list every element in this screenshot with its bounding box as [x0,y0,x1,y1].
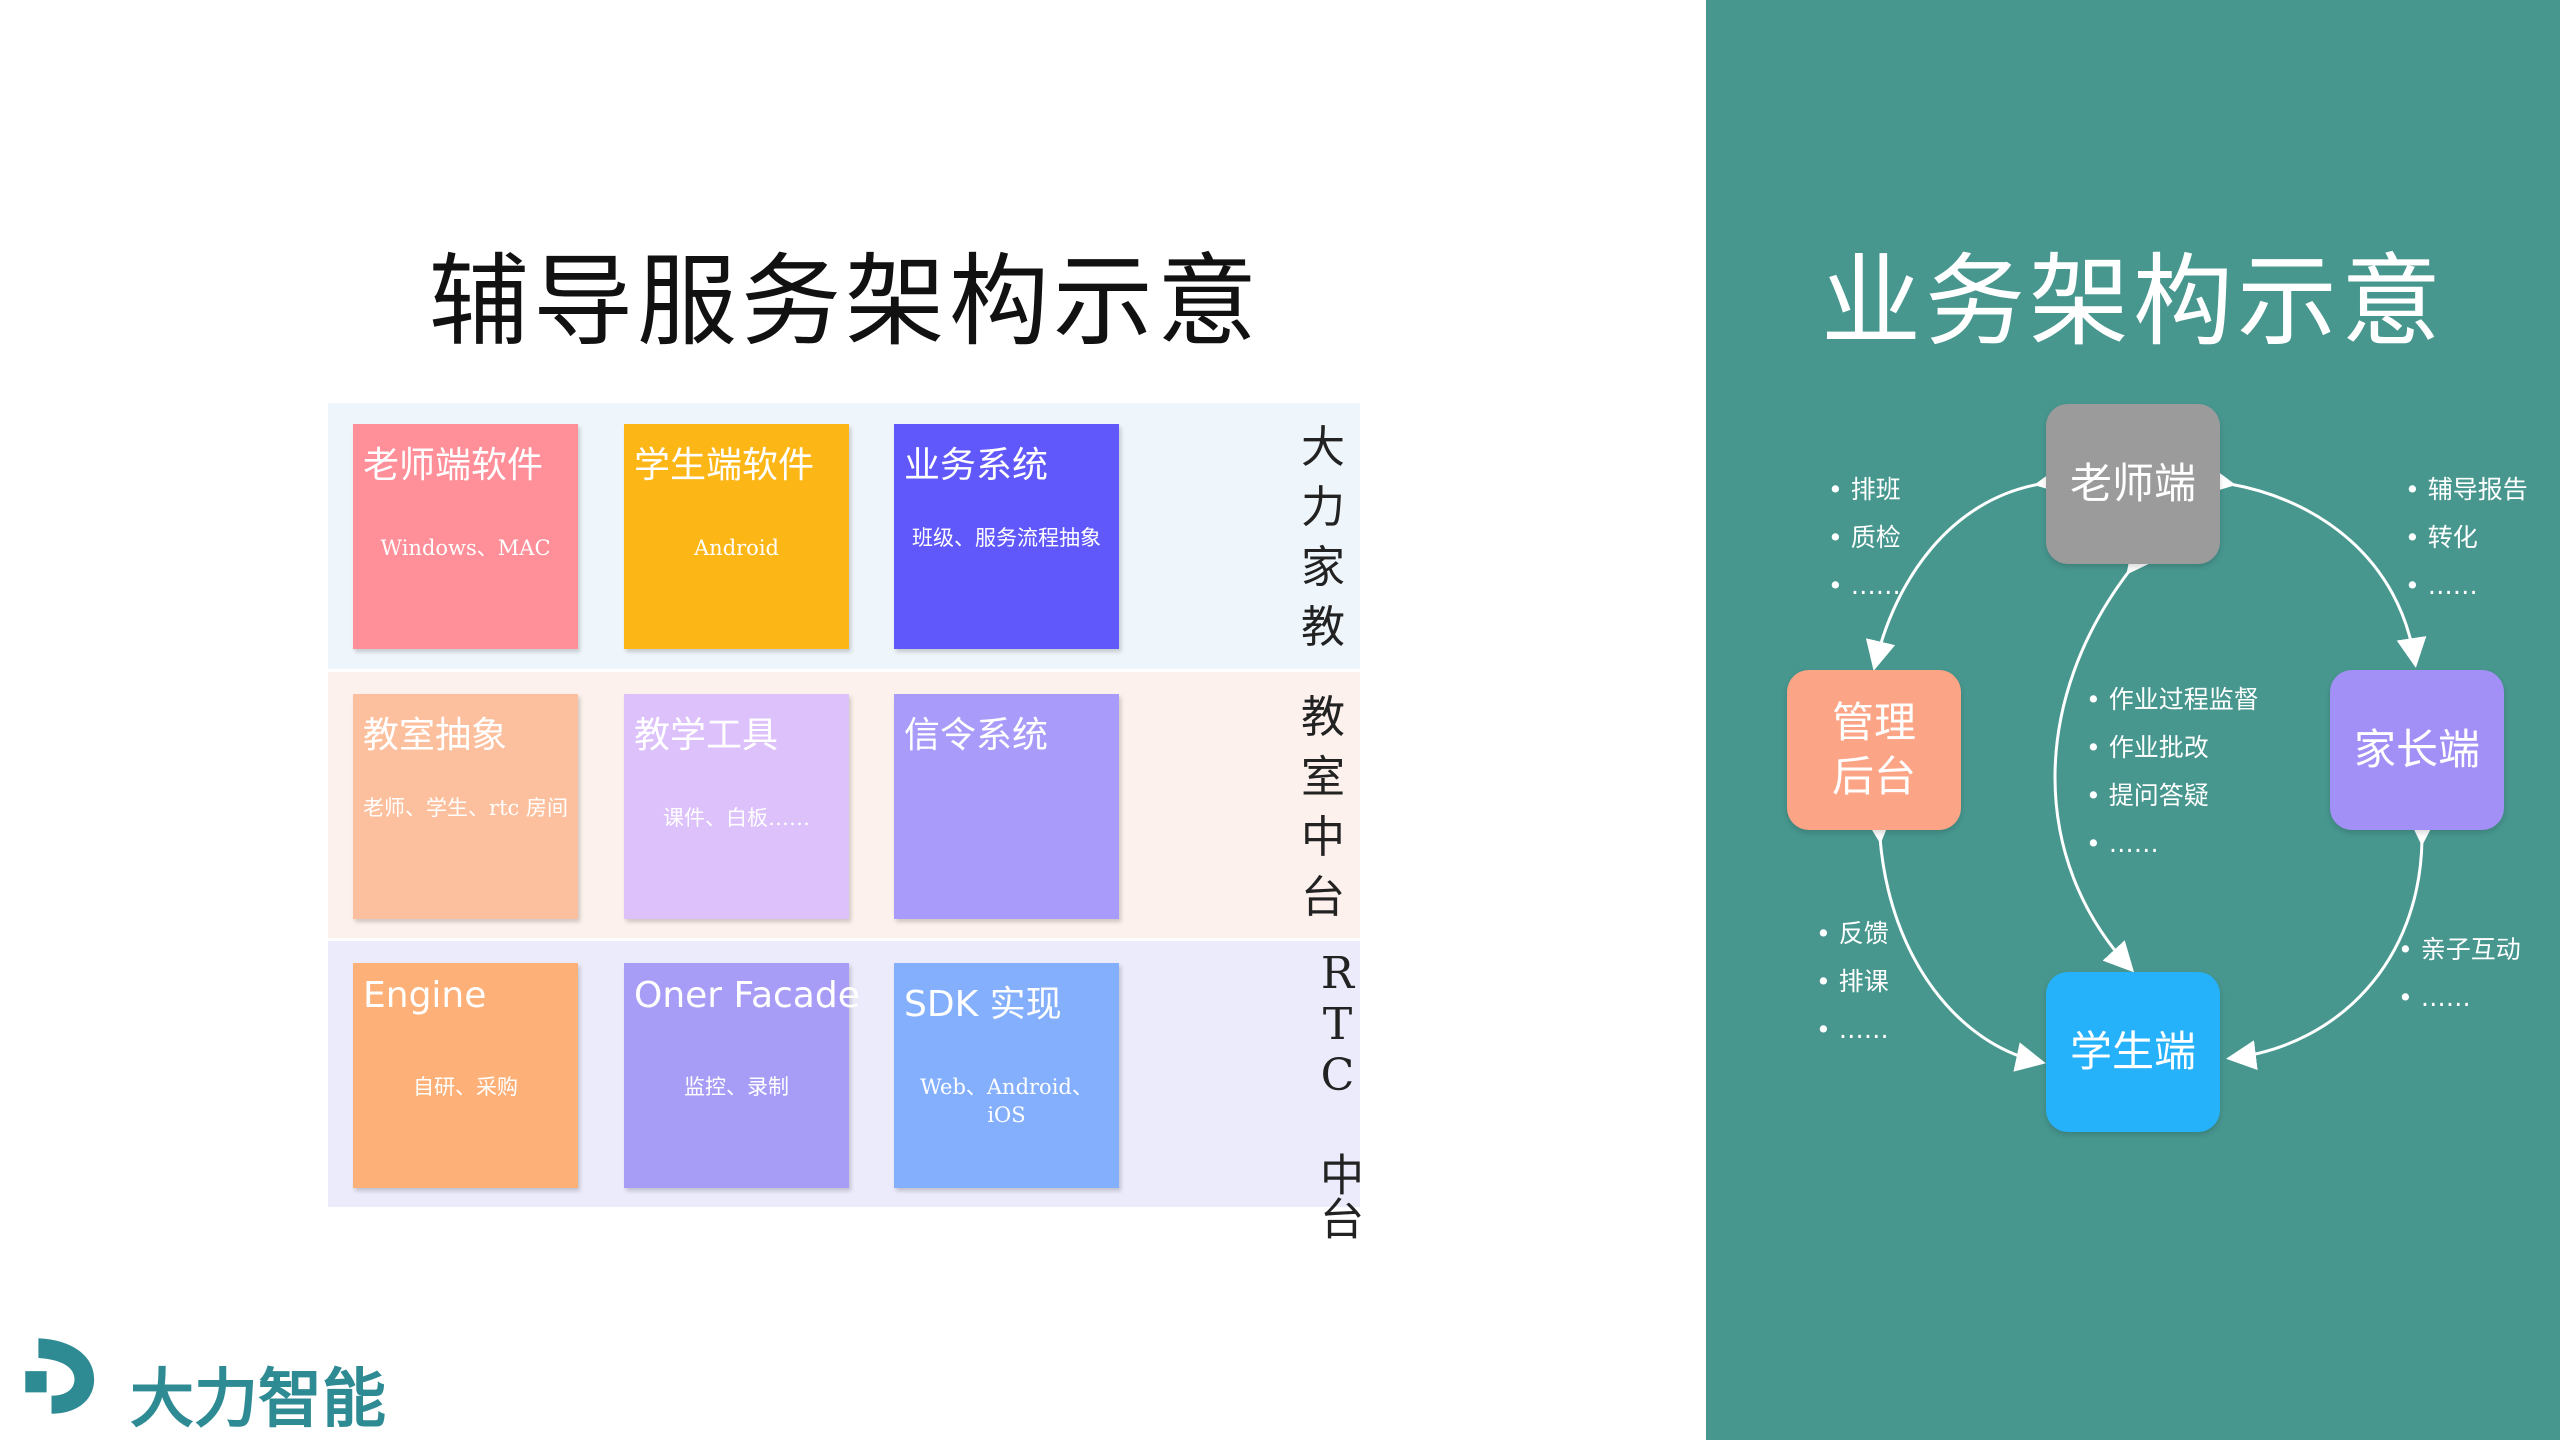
tile-subtitle: 班级、服务流程抽象 [912,526,1101,550]
tile-subtitle: Windows、MAC [380,536,551,560]
list-item: 排班 [1828,466,1901,514]
node-admin-line2: 后台 [1831,752,1916,801]
tile-subtitle: 自研、采购 [413,1075,518,1099]
tile-subtitle: Web、Android、iOS [920,1075,1093,1127]
tile-title: SDK 实现 [904,984,1062,1025]
node-parent: 家长端 [2330,670,2504,830]
list-item: 亲子互动 [2398,926,2521,974]
list-item: …… [1816,1006,1889,1054]
list-item: 辅导报告 [2405,466,2528,514]
tile-title: 信令系统 [904,715,1049,756]
list-item: 质检 [1828,514,1901,562]
tile-teaching-tools: 教学工具 课件、白板…… [624,694,849,919]
logo-text: 大力智能 [130,1363,386,1437]
dali-logo-icon [25,1338,95,1414]
business-architecture-title: 业务架构示意 [1821,243,2445,360]
tile-classroom-abstraction: 教室抽象 老师、学生、rtc 房间 [353,694,578,919]
tile-title: 教学工具 [634,715,779,756]
row-label-rtc-platform: RTC 中台 [1298,948,1363,1240]
tile-engine: Engine 自研、采购 [353,963,578,1188]
tile-title: 教室抽象 [363,715,508,756]
list-bottom-left: 反馈 排课 …… [1816,910,1889,1054]
tile-title: Oner Facade [634,975,860,1016]
tile-student-software: 学生端软件 Android [624,424,849,649]
tile-title: Engine [363,975,487,1016]
tile-sdk-implementation: SDK 实现 Web、Android、iOS [894,963,1119,1188]
tile-teacher-software: 老师端软件 Windows、MAC [353,424,578,649]
list-item: 提问答疑 [2086,772,2259,820]
node-admin: 管理 后台 [1787,670,1961,830]
list-item: 排课 [1816,958,1889,1006]
row-label-dali-tutoring: 大力家教 [1301,422,1345,653]
list-top-left: 排班 质检 …… [1828,466,1901,610]
tile-title: 学生端软件 [634,445,815,486]
list-item: …… [2398,974,2521,1022]
node-admin-line1: 管理 [1831,698,1916,747]
node-student: 学生端 [2046,972,2220,1132]
list-item: 作业过程监督 [2086,676,2259,724]
tile-title: 业务系统 [904,445,1049,486]
list-item: …… [2086,820,2259,868]
list-item: …… [1828,562,1901,610]
tile-title: 老师端软件 [363,445,544,486]
tile-subtitle: 监控、录制 [684,1075,789,1099]
service-architecture-title: 辅导服务架构示意 [429,243,1261,360]
tile-oner-facade: Oner Facade 监控、录制 [624,963,860,1188]
list-item: 转化 [2405,514,2528,562]
tile-business-system: 业务系统 班级、服务流程抽象 [894,424,1119,649]
tile-subtitle: 老师、学生、rtc 房间 [363,796,568,820]
tile-subtitle: Android [694,536,779,560]
list-top-right: 辅导报告 转化 …… [2405,466,2528,610]
rtc-vertical-text: RTC 中台 [1312,948,1363,1240]
list-item: 反馈 [1816,910,1889,958]
tile-signaling-system: 信令系统 [894,694,1119,919]
list-bottom-right: 亲子互动 …… [2398,926,2521,1022]
tile-subtitle: 课件、白板…… [663,806,810,830]
list-item: …… [2405,562,2528,610]
row-label-classroom-platform: 教室中台 [1301,692,1345,923]
list-item: 作业批改 [2086,724,2259,772]
list-center: 作业过程监督 作业批改 提问答疑 …… [2086,676,2259,868]
node-teacher: 老师端 [2046,404,2220,564]
